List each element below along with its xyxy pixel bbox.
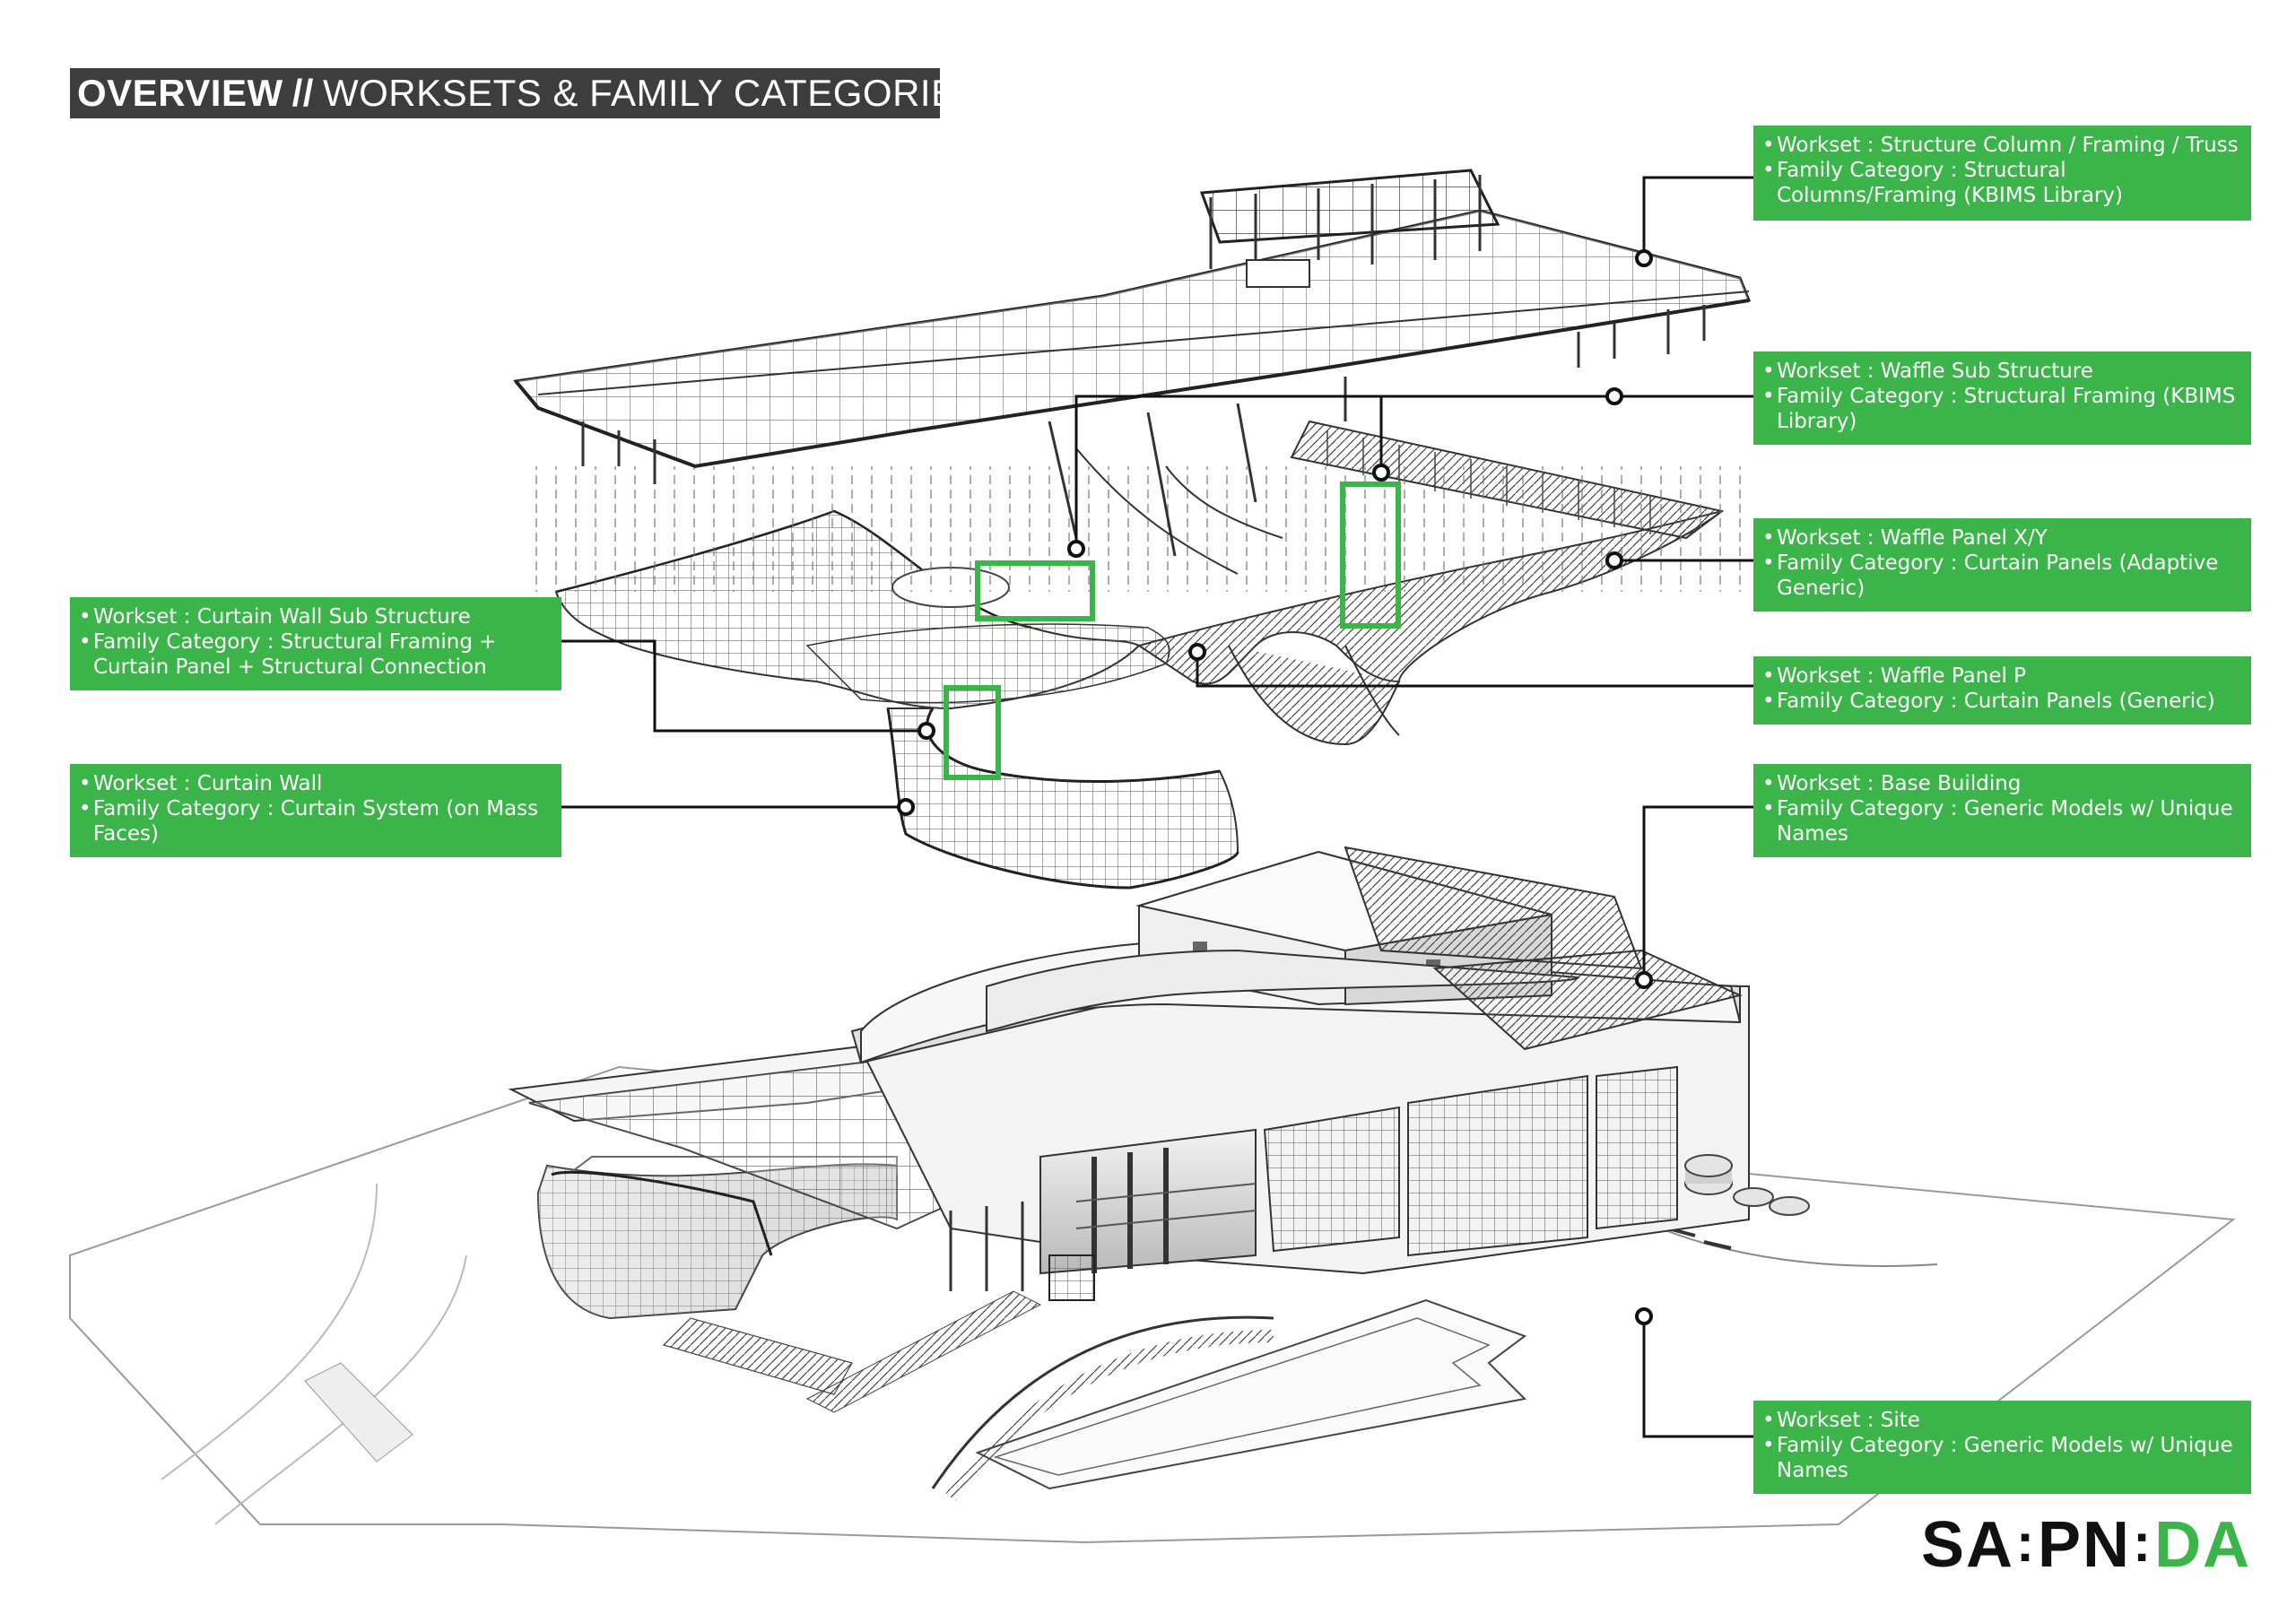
leader-line-site <box>1642 1316 1753 1438</box>
callout-curtain-wall-workset: Workset : Curtain Wall <box>79 771 551 796</box>
leader-line-curtain-wall-sub <box>561 639 924 733</box>
leader-dot-waffle-p <box>1188 643 1206 661</box>
callout-curtain-wall: Workset : Curtain Wall Family Category :… <box>70 764 561 857</box>
callout-waffle-xy-family: Family Category : Curtain Panels (Adapti… <box>1762 551 2240 601</box>
leader-dot-structure-column <box>1635 249 1653 267</box>
logo-part-2: PN <box>2038 1509 2132 1581</box>
leader-line-waffle-sub-c <box>1074 395 1381 547</box>
leader-dot-site <box>1635 1307 1653 1325</box>
highlight-box-waffle-sub <box>975 560 1095 621</box>
callout-waffle-p-workset: Workset : Waffle Panel P <box>1762 664 2240 689</box>
callout-site-family: Family Category : Generic Models w/ Uniq… <box>1762 1433 2240 1483</box>
callout-base-building: Workset : Base Building Family Category … <box>1753 764 2251 857</box>
page-title: OVERVIEW // WORKSETS & FAMILY CATEGORIES <box>70 68 982 118</box>
title-subtitle: WORKSETS & FAMILY CATEGORIES <box>322 72 983 114</box>
callout-waffle-sub-workset: Workset : Waffle Sub Structure <box>1762 359 2240 384</box>
callout-structure-column-workset: Workset : Structure Column / Framing / T… <box>1762 133 2240 158</box>
callout-site-workset: Workset : Site <box>1762 1408 2240 1433</box>
leader-dot-waffle-sub-c <box>1067 540 1085 558</box>
title-separator: // <box>291 72 314 114</box>
curtain-wall-layer <box>886 707 1239 890</box>
callout-structure-column: Workset : Structure Column / Framing / T… <box>1753 126 2251 221</box>
callout-waffle-sub-structure: Workset : Waffle Sub Structure Family Ca… <box>1753 352 2251 445</box>
callout-curtain-wall-sub-structure: Workset : Curtain Wall Sub Structure Fam… <box>70 597 561 690</box>
logo-part-1: SA <box>1921 1509 2015 1581</box>
logo-colon-1: : <box>2016 1513 2037 1573</box>
leader-dot-waffle-sub-b <box>1372 464 1390 482</box>
logo-colon-2: : <box>2133 1513 2153 1573</box>
callout-waffle-panel-xy: Workset : Waffle Panel X/Y Family Catego… <box>1753 518 2251 612</box>
callout-curtain-wall-sub-family: Family Category : Structural Framing + C… <box>79 629 551 680</box>
leader-dot-base-building <box>1635 971 1653 989</box>
callout-base-building-workset: Workset : Base Building <box>1762 771 2240 796</box>
leader-dot-curtain-wall <box>897 798 915 816</box>
callout-curtain-wall-family: Family Category : Curtain System (on Mas… <box>79 796 551 846</box>
leader-dot-waffle-sub-a <box>1605 387 1623 405</box>
callout-base-building-family: Family Category : Generic Models w/ Uniq… <box>1762 796 2240 846</box>
callout-waffle-p-family: Family Category : Curtain Panels (Generi… <box>1762 689 2240 714</box>
brand-logo: SA:PN:DA <box>1921 1511 2251 1583</box>
callout-waffle-sub-family: Family Category : Structural Framing (KB… <box>1762 384 2240 434</box>
roof-truss-layer <box>513 169 1752 575</box>
highlight-boxes <box>944 482 1401 780</box>
highlight-box-waffle-xy <box>1340 482 1401 629</box>
callout-waffle-xy-workset: Workset : Waffle Panel X/Y <box>1762 525 2240 551</box>
leader-dots <box>897 249 1653 1325</box>
leader-lines <box>561 176 1753 1438</box>
highlight-box-curtain-wall-sub <box>944 685 1001 780</box>
callout-curtain-wall-sub-workset: Workset : Curtain Wall Sub Structure <box>79 604 551 629</box>
leader-line-base-building <box>1642 805 1753 980</box>
callout-waffle-panel-p: Workset : Waffle Panel P Family Category… <box>1753 656 2251 725</box>
leader-line-waffle-p <box>1196 652 1753 688</box>
leader-line-structure-column <box>1642 176 1753 258</box>
callout-site: Workset : Site Family Category : Generic… <box>1753 1401 2251 1494</box>
base-building-layer <box>508 846 1810 1320</box>
leader-dot-curtain-wall-sub <box>918 722 935 740</box>
callout-structure-column-family: Family Category : Structural Columns/Fra… <box>1762 158 2240 208</box>
logo-part-3: DA <box>2154 1509 2252 1581</box>
title-bold: OVERVIEW <box>77 72 283 114</box>
waffle-panel-layer <box>520 420 1758 746</box>
leader-dot-waffle-xy <box>1605 551 1623 569</box>
